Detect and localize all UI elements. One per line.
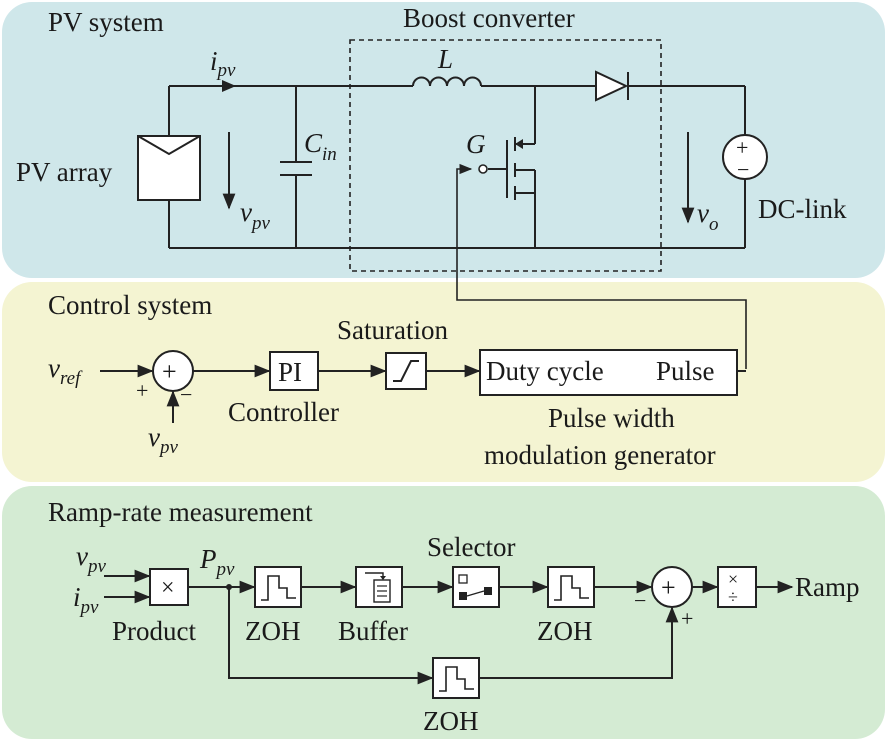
pwm-generator-block (479, 349, 738, 396)
ppv-label: Ppv (199, 544, 235, 580)
duty-cycle-label: Duty cycle (486, 356, 604, 386)
control-loop: vref + + − vpv PI Controller Saturation … (48, 315, 746, 470)
divide-bottom-symbol: ÷ (728, 587, 738, 607)
pv-array-label: PV array (16, 157, 113, 187)
pv-array-symbol (137, 135, 201, 201)
controller-label: Controller (228, 397, 339, 427)
saturation-label: Saturation (337, 315, 448, 345)
buffer-block (355, 566, 403, 608)
zoh-3-label: ZOH (423, 706, 479, 736)
product-label: Product (112, 616, 196, 646)
diode-symbol (595, 70, 629, 102)
inductor-symbol (412, 76, 482, 87)
ramp-minus-sign: − (634, 588, 646, 613)
mosfet-symbol (478, 86, 536, 248)
pv-system-title: PV system (48, 7, 164, 37)
selector-label: Selector (427, 532, 515, 562)
control-sum-sign: + (162, 357, 177, 386)
current-arrow (222, 80, 236, 92)
zoh-1-label: ZOH (245, 616, 301, 646)
gate-label: G (466, 129, 486, 159)
pwm-label-line1: Pulse width (548, 403, 675, 433)
zoh-block-1 (254, 566, 302, 608)
buffer-label: Buffer (338, 616, 408, 646)
ramp-ipv-label: ipv (73, 582, 99, 618)
product-symbol: × (161, 575, 175, 601)
ramp-output-label: Ramp (795, 572, 860, 602)
vref-label: vref (48, 353, 83, 389)
ramp-rate-title: Ramp-rate measurement (48, 497, 313, 527)
selector-block (452, 566, 500, 608)
control-system-panel (2, 282, 885, 482)
zoh-2-label: ZOH (537, 616, 593, 646)
boost-converter-box (349, 39, 662, 272)
control-vpv-label: vpv (148, 422, 178, 458)
ramp-vpv-label: vpv (76, 541, 106, 577)
gate-signal-wire (456, 163, 747, 369)
source-minus: − (737, 157, 749, 182)
pwm-label-line2: modulation generator (484, 440, 716, 470)
pv-voltage-label: vpv (240, 197, 270, 234)
capacitor-label: Cin (304, 128, 337, 165)
pulse-label: Pulse (656, 356, 715, 386)
control-system-title: Control system (48, 290, 212, 320)
output-voltage-label: vo (697, 198, 718, 235)
ramp-chain: vpv ipv × Product Ppv ZOH Buffer (73, 532, 860, 736)
boost-converter-label: Boost converter (403, 3, 575, 33)
ramp-plus-sign: + (681, 606, 693, 631)
ramp-rate-panel (2, 486, 885, 739)
zoh-block-2 (547, 566, 595, 608)
ramp-sum-sign: + (661, 573, 676, 602)
divide-top-symbol: × (728, 569, 738, 589)
pv-circuit: Boost converter ipv PV array vpv Cin (16, 3, 847, 369)
pi-controller-block (269, 351, 319, 391)
control-plus-sign: + (136, 378, 148, 403)
current-label: ipv (210, 46, 236, 81)
zoh-block-3 (432, 657, 480, 699)
dc-link-source (722, 134, 768, 180)
dc-link-label: DC-link (758, 194, 847, 224)
control-minus-sign: − (180, 382, 192, 407)
pi-label: PI (278, 357, 302, 387)
saturation-block (385, 352, 427, 390)
capacitor-symbol (280, 86, 312, 248)
inductor-label: L (437, 44, 453, 74)
source-plus: + (736, 135, 748, 160)
